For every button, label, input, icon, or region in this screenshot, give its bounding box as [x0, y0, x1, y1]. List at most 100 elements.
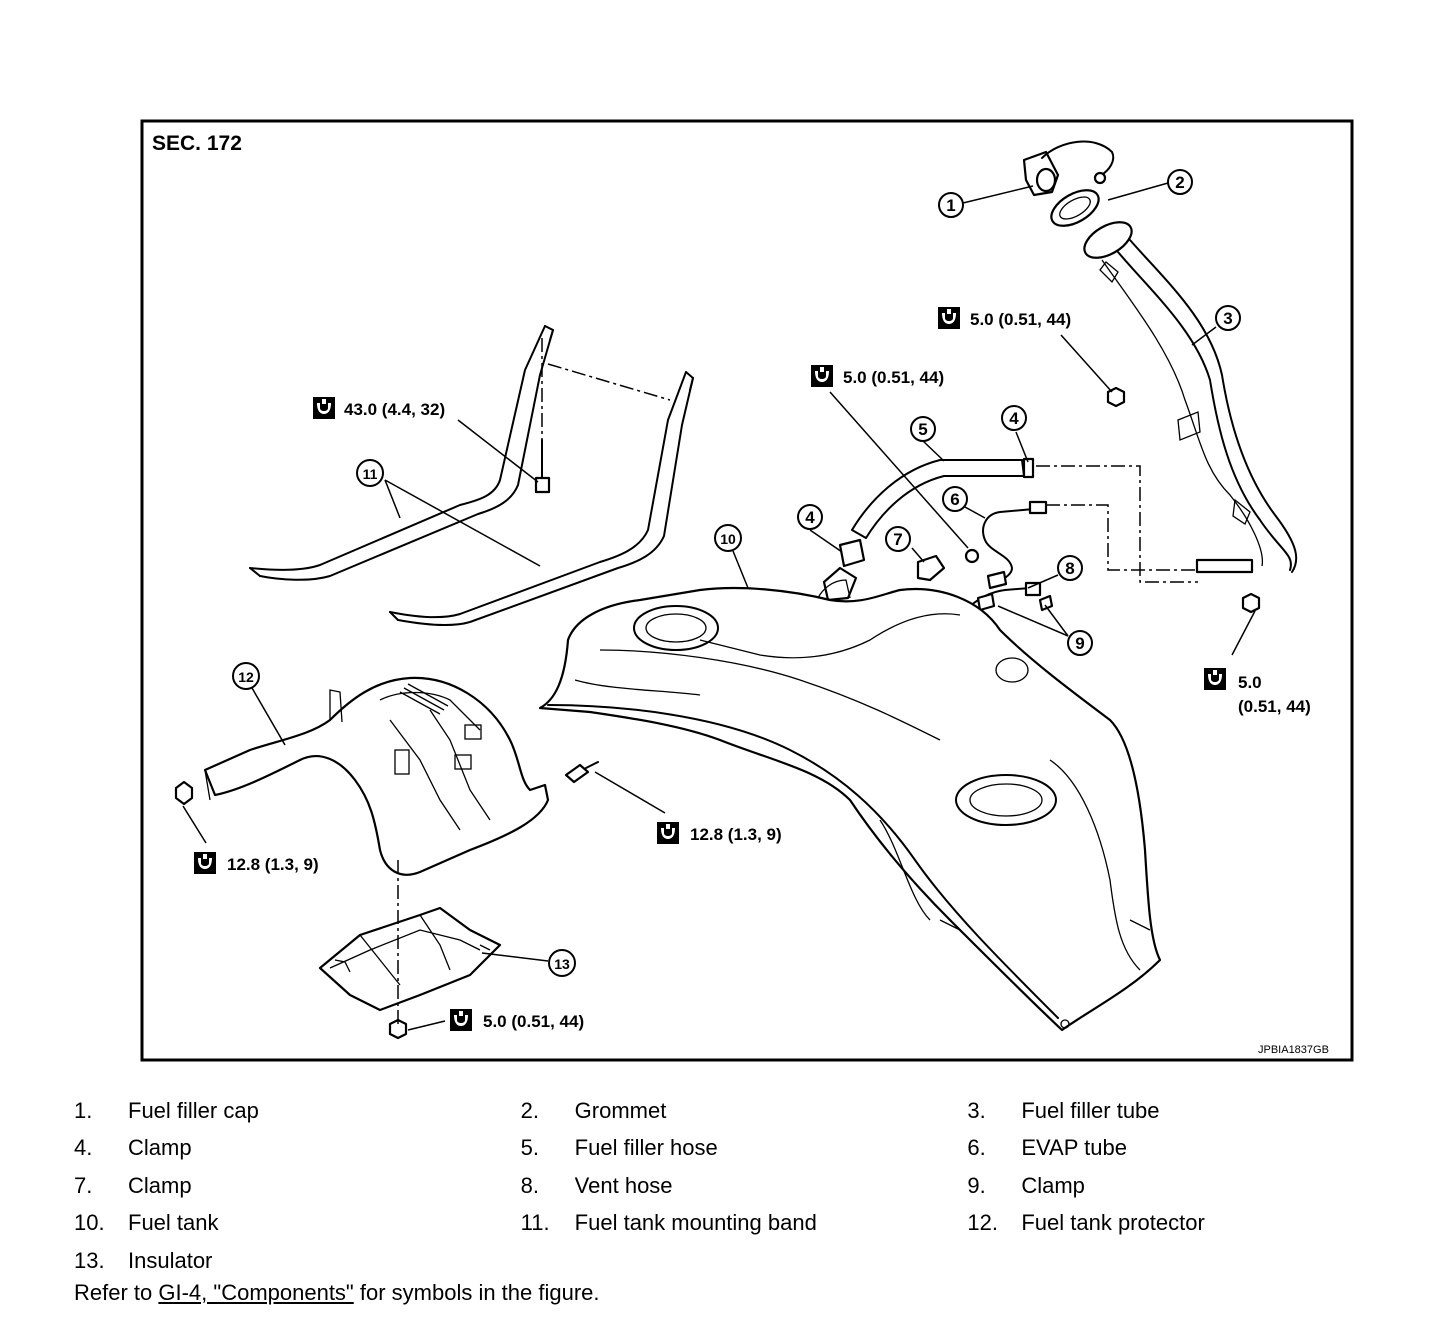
legend-text: Fuel filler tube [1021, 1097, 1160, 1123]
fuel-tank-mounting-band-part [249, 325, 694, 627]
legend-item: 4. Clamp [74, 1135, 521, 1161]
torque-wrench-icon [313, 397, 335, 419]
svg-text:1: 1 [946, 196, 955, 215]
legend-text: Vent hose [574, 1172, 673, 1198]
svg-text:12.8 (1.3, 9): 12.8 (1.3, 9) [690, 825, 782, 844]
legend-text: Fuel tank mounting band [574, 1210, 817, 1236]
legend-number: 8. [520, 1172, 540, 1198]
section-label: SEC. 172 [152, 132, 242, 155]
clamp-7-part [916, 548, 980, 582]
legend-item: 6. EVAP tube [967, 1135, 1414, 1161]
fuel-filler-hose-part [822, 457, 1035, 602]
legend-item: 8. Vent hose [521, 1173, 968, 1199]
svg-text:4: 4 [805, 508, 815, 527]
torque-wrench-icon [657, 822, 679, 844]
legend-number: 3. [967, 1097, 986, 1123]
figure-code: JPBIA1837GB [1258, 1044, 1329, 1056]
svg-text:7: 7 [893, 530, 902, 549]
legend-item: 2. Grommet [521, 1098, 968, 1124]
svg-text:5.0 (0.51, 44): 5.0 (0.51, 44) [843, 368, 944, 387]
legend-row: 10.Fuel tank 11.Fuel tank mounting band … [74, 1205, 1414, 1243]
torque-specs: 5.0 (0.51, 44) 5.0 (0.51, 44) 43.0 (4.4,… [194, 307, 1311, 1031]
callout-11: 11 [356, 459, 384, 487]
legend-item: 5.Fuel filler hose [521, 1135, 968, 1161]
torque-protector-left: 12.8 (1.3, 9) [194, 852, 319, 874]
svg-text:8: 8 [1065, 559, 1074, 578]
bolt-nut-parts [174, 386, 1261, 1040]
vent-hose-part [969, 581, 1054, 612]
legend-number: 11. [520, 1210, 550, 1236]
torque-hose-clamp: 5.0 (0.51, 44) [811, 365, 944, 387]
fuel-tank-part [538, 579, 1162, 1032]
leader-lines [182, 182, 1256, 1031]
torque-insulator: 5.0 (0.51, 44) [450, 1009, 584, 1031]
callout-1: 1 [938, 192, 964, 218]
legend-text: Clamp [1021, 1172, 1085, 1198]
svg-text:2: 2 [1175, 173, 1184, 192]
callout-5: 5 [910, 416, 936, 442]
insulator-part [318, 906, 502, 1012]
assembly-lines [397, 465, 1198, 1024]
callout-9: 9 [1067, 630, 1093, 656]
legend-text: Insulator [128, 1247, 213, 1273]
legend-text: Fuel tank [128, 1210, 219, 1236]
legend-number: 7. [74, 1172, 93, 1198]
fuel-tank-exploded-diagram: SEC. 172 JPBIA1837GB [140, 119, 1354, 1062]
svg-text:(0.51, 44): (0.51, 44) [1238, 697, 1311, 716]
svg-text:43.0 (4.4, 32): 43.0 (4.4, 32) [344, 400, 445, 419]
legend-number: 6. [967, 1135, 986, 1161]
torque-band-bolt: 43.0 (4.4, 32) [313, 397, 445, 419]
torque-wrench-icon [811, 365, 833, 387]
svg-text:5.0 (0.51, 44): 5.0 (0.51, 44) [483, 1012, 584, 1031]
svg-text:5: 5 [918, 420, 927, 439]
callout-2: 2 [1167, 169, 1193, 195]
legend-text: Grommet [574, 1097, 667, 1123]
fuel-tank-protector-part [203, 676, 550, 876]
svg-text:4: 4 [1009, 409, 1019, 428]
legend-row: 13. Insulator [74, 1242, 1414, 1280]
torque-wrench-icon [1204, 668, 1226, 690]
components-link[interactable]: GI-4, "Components" [158, 1280, 354, 1305]
legend-item: 13. Insulator [74, 1248, 524, 1274]
evap-tube-part [982, 500, 1048, 590]
fuel-filler-tube-part [1083, 221, 1298, 574]
legend-text: Fuel tank protector [1021, 1210, 1205, 1236]
torque-filler-tube: 5.0 (0.51, 44) [938, 307, 1071, 329]
fuel-filler-cap-part [1022, 140, 1115, 197]
torque-wrench-icon [194, 852, 216, 874]
legend-item: 3. Fuel filler tube [967, 1098, 1414, 1124]
legend-text: Clamp [128, 1135, 192, 1161]
grommet-part [1050, 189, 1100, 227]
legend-number: 9. [967, 1172, 986, 1198]
legend-text: Fuel filler cap [128, 1097, 259, 1123]
legend-item: 12. Fuel tank protector [967, 1210, 1414, 1236]
legend-item: 7.Clamp [74, 1173, 521, 1199]
callout-4b: 4 [797, 504, 823, 530]
svg-text:9: 9 [1075, 634, 1084, 653]
callout-3: 3 [1215, 305, 1241, 331]
torque-right-nut: 5.0 (0.51, 44) [1204, 668, 1311, 716]
legend-item: 9. Clamp [967, 1173, 1414, 1199]
legend-number: 12. [967, 1210, 998, 1236]
callout-10: 10 [714, 524, 742, 552]
svg-text:6: 6 [950, 490, 959, 509]
legend-row: 4. Clamp 5.Fuel filler hose 6. EVAP tube [74, 1130, 1414, 1168]
callout-12: 12 [232, 662, 260, 690]
legend-row: 1. Fuel filler cap 2. Grommet 3. Fuel fille… [74, 1092, 1414, 1130]
legend-number: 4. [74, 1135, 93, 1161]
torque-protector-right: 12.8 (1.3, 9) [657, 822, 782, 844]
svg-text:13: 13 [554, 956, 570, 972]
legend-number: 1. [74, 1097, 93, 1123]
svg-text:5.0: 5.0 [1238, 673, 1262, 692]
svg-text:12.8 (1.3, 9): 12.8 (1.3, 9) [227, 855, 319, 874]
symbols-note: Refer to GI-4, "Components" for symbols … [74, 1280, 600, 1306]
torque-wrench-icon [450, 1009, 472, 1031]
legend-number: 13. [74, 1247, 105, 1273]
callout-6: 6 [942, 486, 968, 512]
parts-legend: 1. Fuel filler cap 2. Grommet 3. Fuel fille… [74, 1092, 1414, 1280]
legend-text: EVAP tube [1021, 1135, 1127, 1161]
legend-text: Fuel filler hose [574, 1135, 718, 1161]
legend-number: 2. [520, 1097, 540, 1123]
svg-text:10: 10 [720, 531, 736, 547]
legend-row: 7.Clamp 8. Vent hose 9. Clamp [74, 1167, 1414, 1205]
